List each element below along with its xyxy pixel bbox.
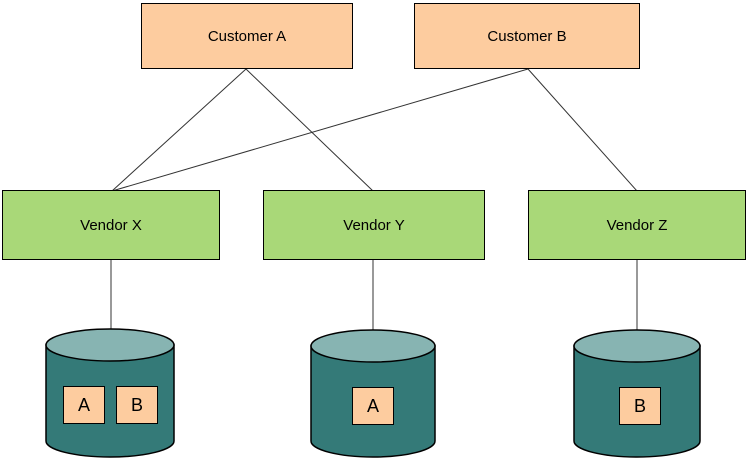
db-item-vendor-x-a: A bbox=[63, 386, 105, 424]
db-item-label: B bbox=[633, 395, 646, 416]
node-label: Vendor Y bbox=[343, 216, 405, 234]
node-label: Customer B bbox=[487, 27, 567, 45]
edge-customer-a-vendor-y bbox=[245, 68, 374, 192]
db-item-label: B bbox=[130, 394, 143, 415]
node-label: Customer A bbox=[207, 27, 287, 45]
node-vendor-y: Vendor Y bbox=[263, 190, 485, 260]
db-item-vendor-y-a: A bbox=[352, 387, 394, 425]
node-customer-a: Customer A bbox=[141, 3, 353, 69]
edge-customer-b-vendor-z bbox=[527, 68, 638, 192]
database-cylinder-vendor-x bbox=[45, 328, 175, 458]
node-vendor-x: Vendor X bbox=[2, 190, 220, 260]
node-label: Vendor Z bbox=[606, 216, 668, 234]
db-item-label: A bbox=[77, 394, 90, 415]
node-customer-b: Customer B bbox=[414, 3, 640, 69]
cylinder-body bbox=[45, 344, 175, 458]
db-item-vendor-z-b: B bbox=[619, 387, 661, 425]
db-item-vendor-x-b: B bbox=[116, 386, 158, 424]
node-vendor-z: Vendor Z bbox=[528, 190, 746, 260]
db-item-label: A bbox=[366, 395, 379, 416]
cylinder-top bbox=[310, 329, 436, 363]
edge-customer-b-vendor-x bbox=[111, 68, 529, 192]
node-label: Vendor X bbox=[80, 216, 142, 234]
cylinder-top bbox=[45, 328, 175, 362]
edge-customer-a-vendor-x bbox=[111, 68, 247, 192]
cylinder-top bbox=[573, 329, 701, 363]
